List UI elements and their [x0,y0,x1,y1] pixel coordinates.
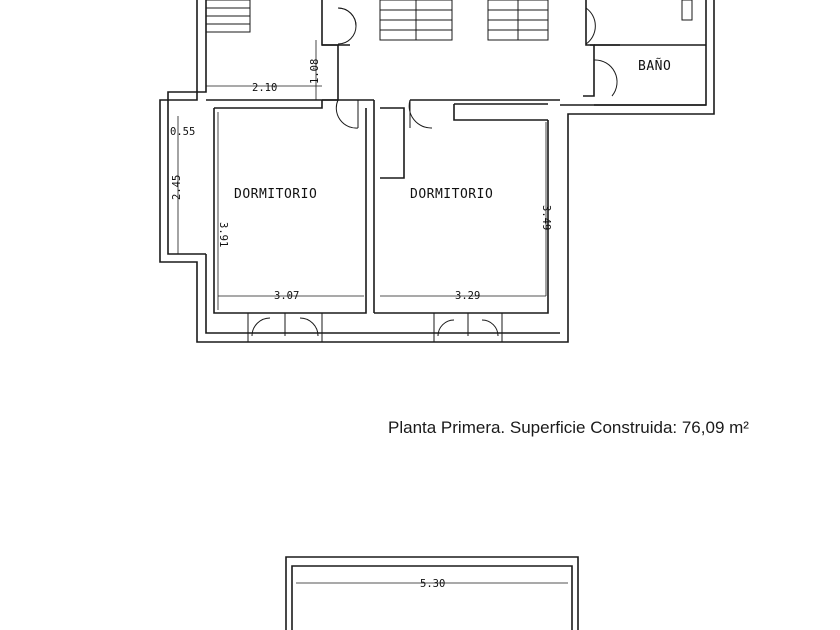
door-swings [335,7,618,129]
hall [321,0,620,101]
room-label-bano: BAÑO [638,58,671,74]
dim-left-room-depth: 3.91 [217,222,229,247]
room-label-dormitorio-right: DORMITORIO [410,187,493,202]
dim-hall-depth: 1.08 [309,59,321,84]
dim-hall-width: 2.10 [252,82,277,94]
dim-left-room-width: 3.07 [274,290,299,302]
dim-lower-plan-width: 5.30 [420,578,445,590]
bedroom-left [206,99,375,342]
dim-balcony-top: 0.55 [170,126,195,138]
bathroom [594,0,706,106]
room-label-dormitorio-left: DORMITORIO [234,187,317,202]
bedroom-right [374,103,549,342]
exterior-walls [159,0,715,343]
dimension-lines [177,40,547,310]
dim-balcony-length: 2.45 [171,175,183,200]
stair-left [205,0,251,33]
plan-caption: Planta Primera. Superficie Construida: 7… [388,418,749,437]
dim-right-room-width: 3.29 [455,290,480,302]
dim-right-room-depth: 3.49 [540,205,552,230]
lower-plan [285,556,579,630]
